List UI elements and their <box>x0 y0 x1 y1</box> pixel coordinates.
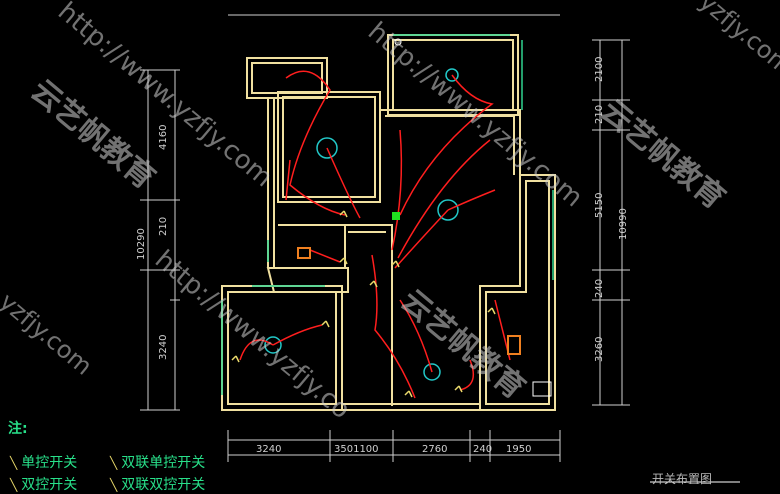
legend-label: 双联双控开关 <box>121 477 206 493</box>
windows <box>221 34 554 395</box>
legend-item: ╲双控开关 <box>10 474 77 494</box>
double-two-way-switch-icon: ╲ <box>110 478 118 492</box>
dimension-lines <box>140 14 630 462</box>
dim-left-1: 4160 <box>158 125 169 150</box>
drawing-title: 开关布置图 <box>652 472 713 486</box>
legend-label: 双控开关 <box>21 477 78 493</box>
dim-top-5: 1950 <box>506 444 531 455</box>
two-way-switch-icon: ╲ <box>10 478 18 492</box>
dim-right-1: 2100 <box>594 57 605 82</box>
legend-label: 双联单控开关 <box>121 455 206 471</box>
dim-top-1: 3240 <box>256 444 281 455</box>
single-switch-icon: ╲ <box>10 456 18 470</box>
legend-label: 单控开关 <box>21 455 78 471</box>
wiring <box>239 70 511 399</box>
dim-left-2: 10290 <box>136 228 147 260</box>
dim-top-2: 3501100 <box>334 444 379 455</box>
legend-item: ╲单控开关 <box>10 452 77 472</box>
dim-right-5: 240 <box>594 279 605 298</box>
switch-marks <box>231 210 496 398</box>
legend-note: 注: <box>8 421 28 437</box>
dimension-labels: 3240 3501100 2760 240 1950 4160 10290 21… <box>136 57 629 455</box>
legend-item: ╲双联双控开关 <box>110 474 205 494</box>
ceiling-lamps <box>264 68 459 381</box>
dim-right-4: 10990 <box>618 208 629 240</box>
dim-right-3: 5150 <box>594 193 605 218</box>
dim-top-4: 240 <box>473 444 492 455</box>
dim-right-6: 3260 <box>594 337 605 362</box>
dim-left-3: 210 <box>158 217 169 236</box>
dim-left-4: 3240 <box>158 335 169 360</box>
dim-right-2: 210 <box>594 105 605 124</box>
fixtures <box>297 38 552 397</box>
double-single-switch-icon: ╲ <box>110 456 118 470</box>
dim-top-3: 2760 <box>422 444 447 455</box>
legend-item: ╲双联单控开关 <box>110 452 205 472</box>
